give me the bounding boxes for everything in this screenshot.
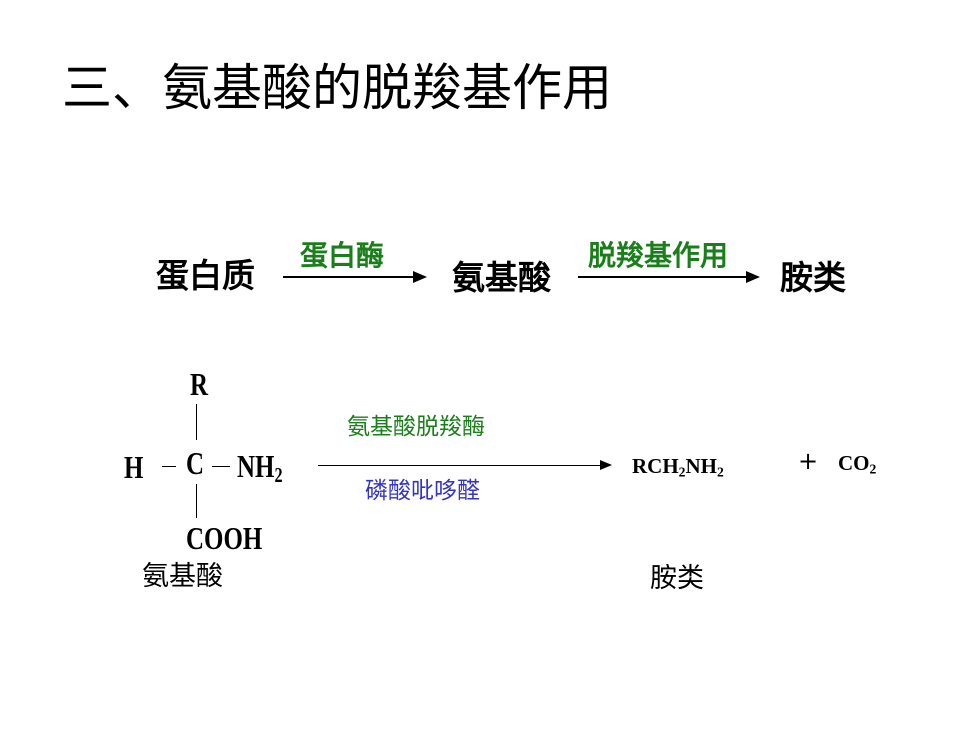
pathway-enzyme-protease: 蛋白酶 — [300, 239, 385, 272]
pathway-arrow-2-head — [746, 271, 760, 283]
reaction-arrow-head — [600, 460, 612, 470]
pathway-arrow-1-head — [413, 271, 427, 283]
structure-alpha-carbon: C — [186, 445, 205, 481]
plus-sign: + — [798, 447, 819, 475]
pathway-arrow-1 — [283, 276, 415, 278]
structure-hydrogen: H — [124, 449, 144, 485]
label-amines: 胺类 — [650, 563, 704, 594]
page-title: 三、氨基酸的脱羧基作用 — [62, 59, 612, 117]
structure-carboxyl-group: COOH — [186, 520, 263, 556]
bond-right — [212, 466, 230, 467]
enzyme-decarboxylase: 氨基酸脱羧酶 — [347, 414, 485, 440]
cofactor-pyridoxal-phosphate: 磷酸吡哆醛 — [365, 478, 480, 504]
product-amine: RCH2NH2 — [632, 454, 724, 480]
pathway-amines: 胺类 — [780, 258, 846, 297]
bond-bottom — [196, 484, 197, 518]
bond-top — [196, 404, 197, 440]
label-amino-acid: 氨基酸 — [142, 561, 223, 592]
product-carbon-dioxide: CO2 — [838, 451, 877, 477]
pathway-amino-acid: 氨基酸 — [452, 258, 551, 297]
bond-left — [162, 466, 176, 467]
pathway-arrow-2 — [578, 276, 748, 278]
pathway-protein: 蛋白质 — [156, 256, 255, 295]
structure-r-group: R — [190, 366, 209, 402]
pathway-decarboxylation: 脱羧基作用 — [588, 239, 729, 272]
structure-amino-group: NH2 — [237, 448, 283, 488]
reaction-arrow — [318, 465, 604, 466]
